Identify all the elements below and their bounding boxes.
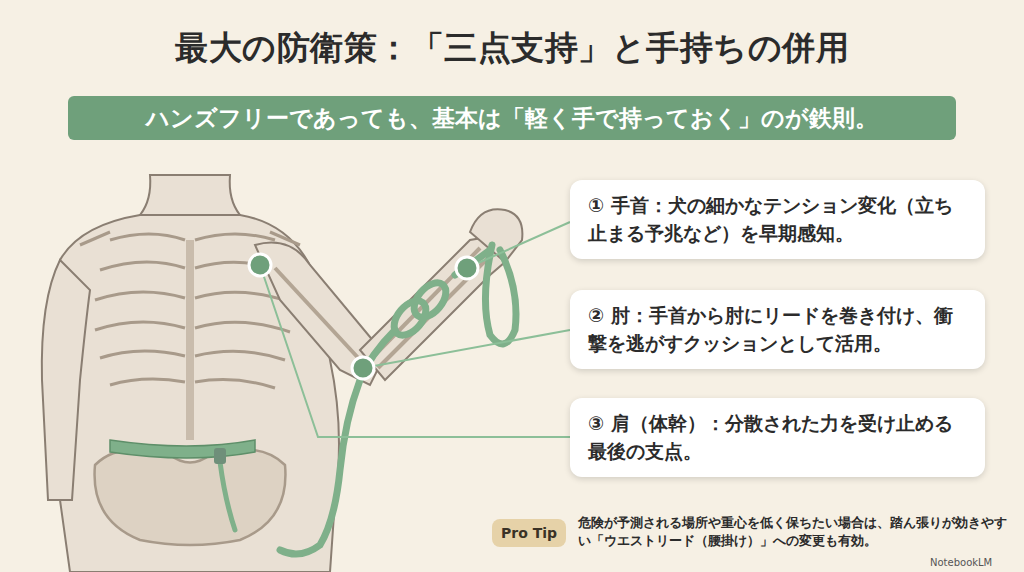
callout-box: ① 手首：犬の細かなテンション変化（立ち止まる予兆など）を早期感知。	[570, 180, 985, 259]
ribcage	[80, 232, 300, 440]
callout-box: ② 肘：手首から肘にリードを巻き付け、衝撃を逃がすクッションとして活用。	[570, 290, 985, 369]
tip-note: 危険が予測される場所や重心を低く保ちたい場合は、踏ん張りが効きやすい「ウエストリ…	[578, 514, 1008, 550]
node-text: ③ 肩（体幹）：分散された力を受け止める最後の支点。	[588, 410, 969, 465]
point-dots	[249, 254, 478, 379]
node-text: ② 肘：手首から肘にリードを巻き付け、衝撃を逃がすクッションとして活用。	[588, 302, 969, 357]
watermark: NotebookLM	[930, 557, 992, 568]
tip-badge: Pro Tip	[492, 519, 566, 547]
leash	[220, 245, 516, 554]
torso	[42, 175, 339, 572]
page-title: 最大の防衛策：「三点支持」と手持ちの併用	[20, 26, 1004, 71]
node-text: Pro Tip	[501, 525, 557, 541]
right-arm	[255, 209, 522, 385]
leader-lines	[260, 222, 570, 437]
node-text: ① 手首：犬の細かなテンション変化（立ち止まる予兆など）を早期感知。	[588, 192, 969, 247]
waist-belt	[110, 440, 255, 464]
subtitle-band: ハンズフリーであっても、基本は「軽く手で持っておく」のが鉄則。	[68, 96, 956, 140]
callout-box: ③ 肩（体幹）：分散された力を受け止める最後の支点。	[570, 398, 985, 477]
node-text: ハンズフリーであっても、基本は「軽く手で持っておく」のが鉄則。	[146, 103, 878, 134]
pelvis	[95, 449, 286, 545]
